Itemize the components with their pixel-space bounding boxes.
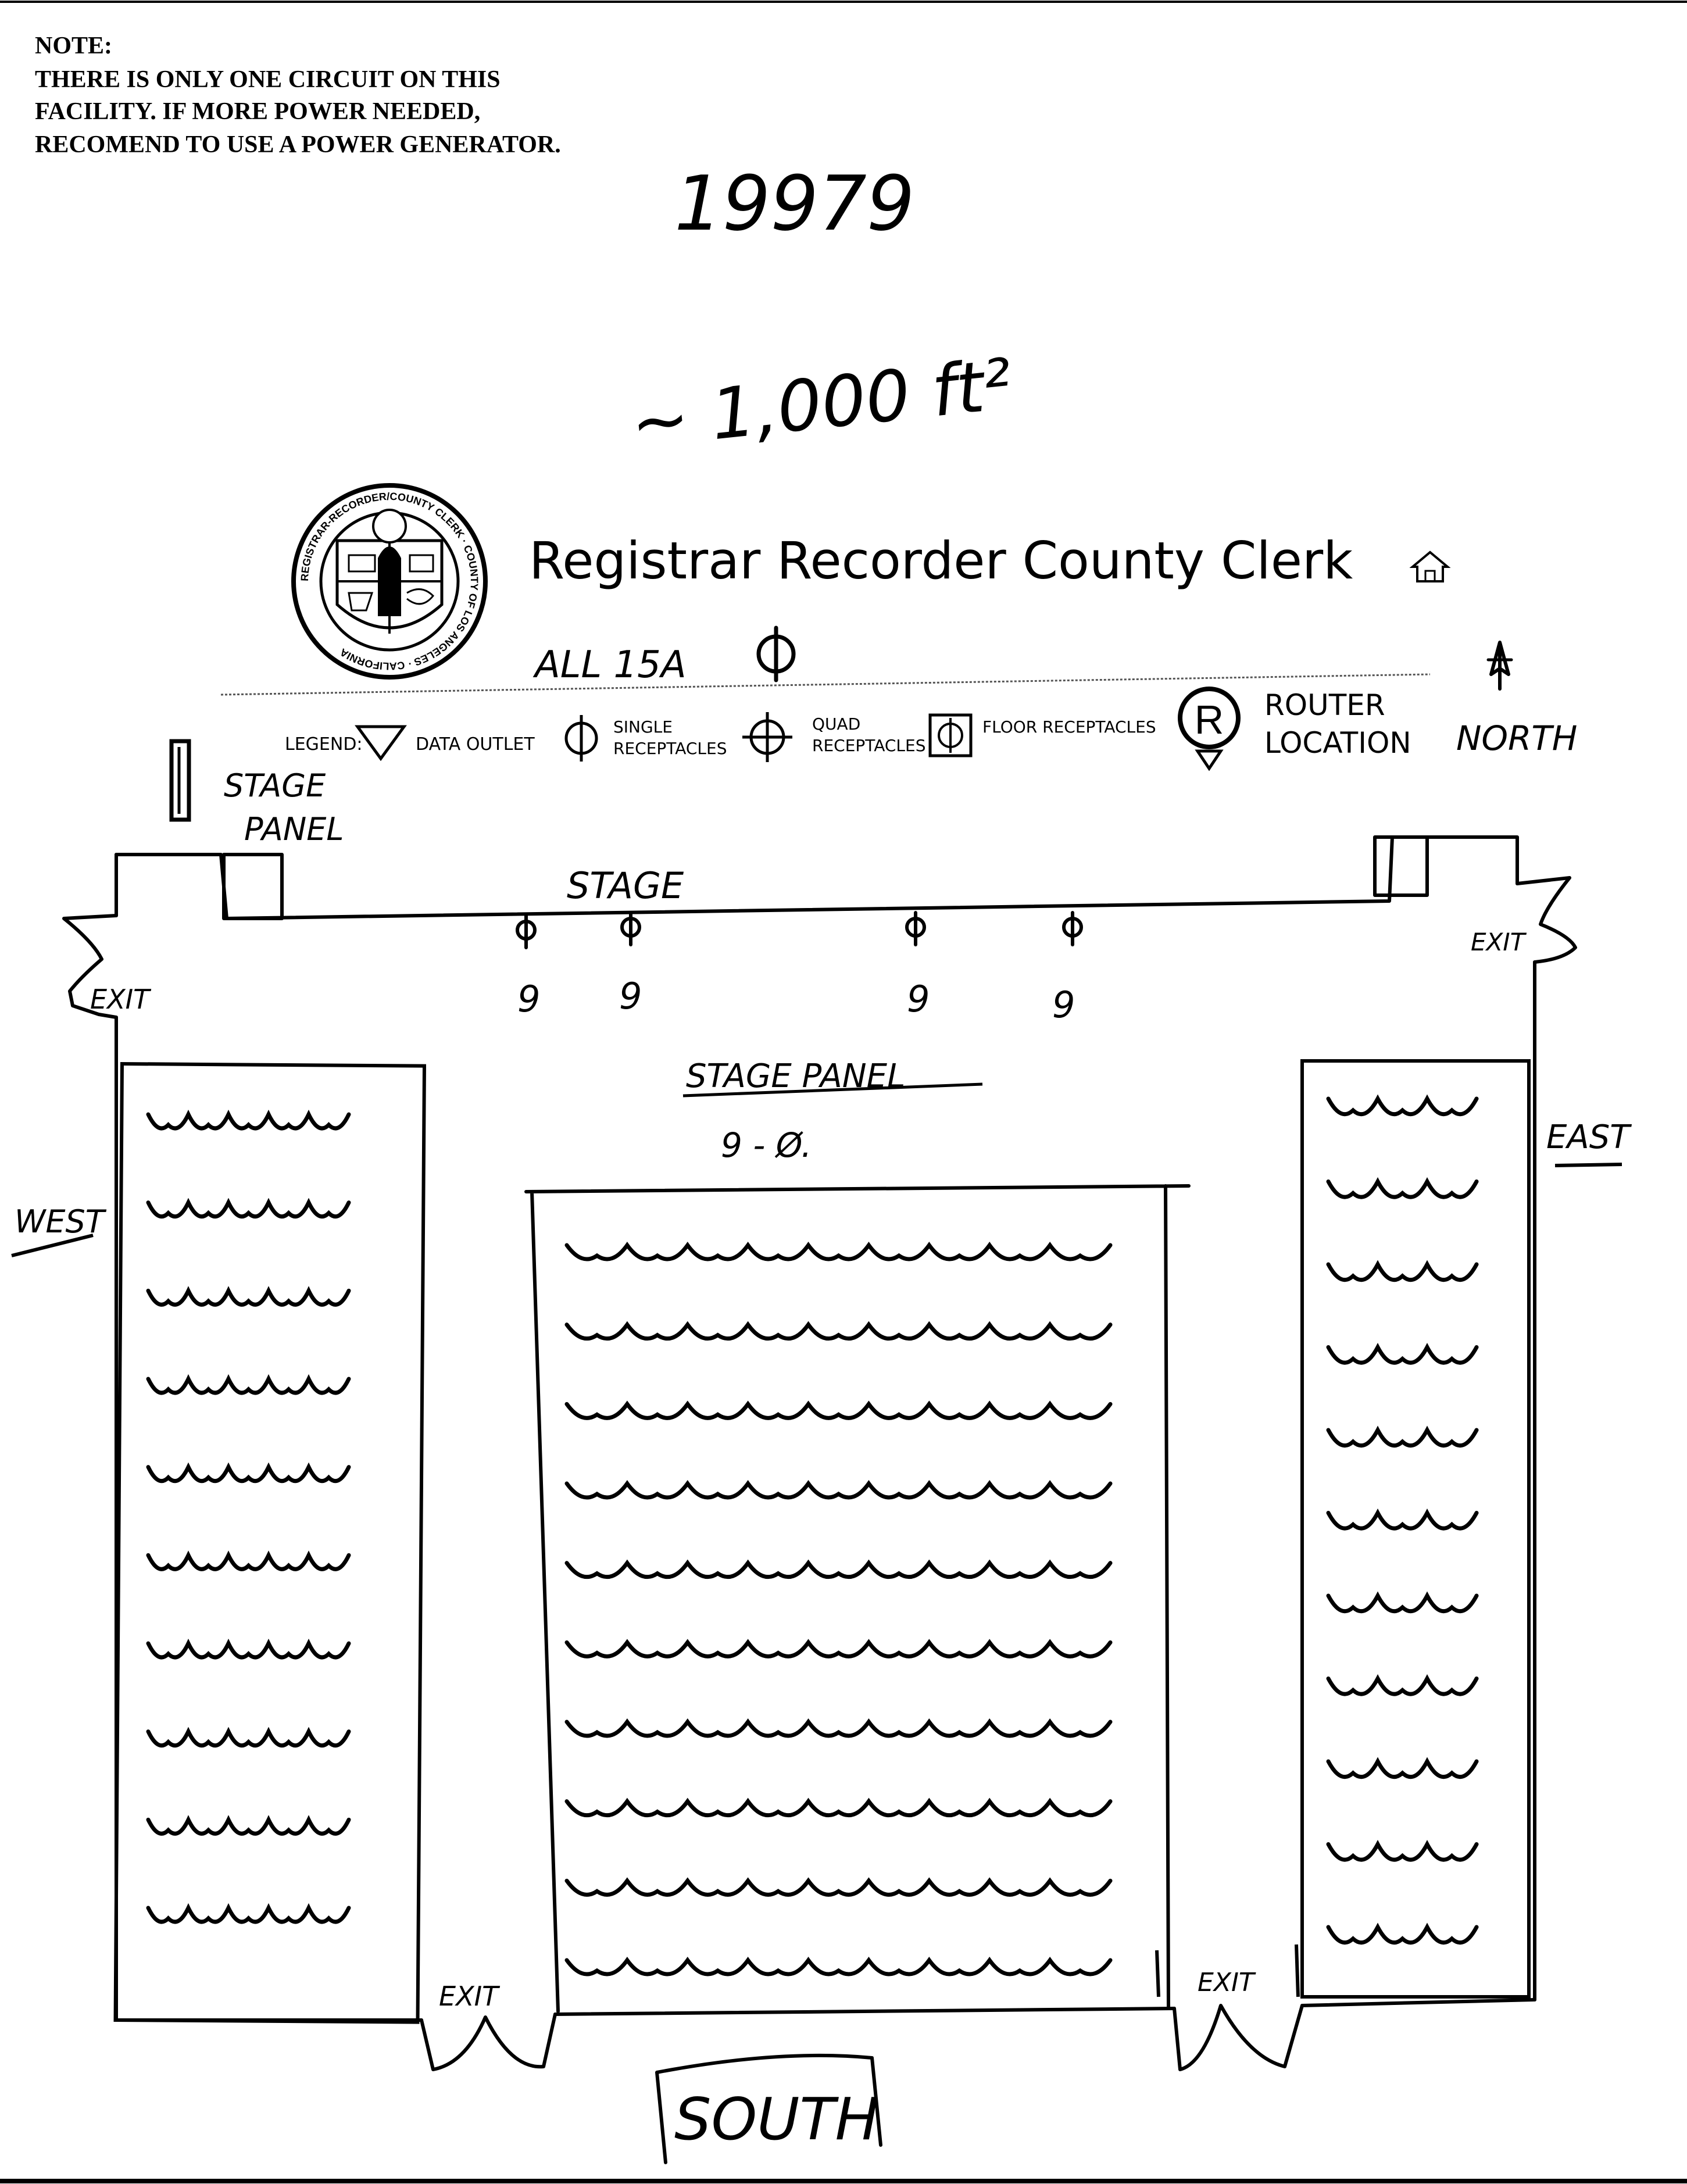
west-seat-row-8 [146, 1727, 351, 1748]
legend: LEGEND: DATA OUTLET SINGLE RECEPTACLES Q… [285, 687, 1411, 771]
west-seat-row-6 [146, 1550, 351, 1571]
single-receptacle-icon [564, 715, 598, 762]
stage-label: STAGE [567, 864, 684, 907]
exit-door-south-left [420, 2013, 557, 2071]
handwritten-number: 19979 [674, 159, 915, 248]
legend-label: LEGEND: [285, 734, 363, 755]
center-seat-row-6 [564, 1639, 1113, 1658]
data-outlet-icon [355, 725, 407, 762]
legend-router-2: LOCATION [1264, 726, 1411, 760]
east-seat-row-2 [1326, 1177, 1479, 1199]
west-seat-row-10 [146, 1903, 351, 1924]
west-seat-row-2 [146, 1198, 351, 1219]
east-underline [1554, 1163, 1622, 1167]
stage-outlets: 9 9 9 9 [516, 911, 1083, 1026]
east-seat-row-1 [1326, 1094, 1479, 1117]
west-label: WEST [15, 1203, 107, 1240]
legend-single-1: SINGLE [613, 717, 673, 737]
handwritten-area: ~ 1,000 ft² [627, 344, 1016, 464]
router-icon: R [1178, 687, 1241, 771]
seat-rows-west [146, 1109, 351, 1924]
west-underline [11, 1234, 94, 1257]
east-label: EAST [1546, 1118, 1632, 1156]
west-seat-row-5 [146, 1462, 351, 1484]
seating-section-east [1295, 1059, 1531, 1999]
building-walls [115, 835, 1536, 2022]
home-icon [1409, 551, 1451, 582]
west-seat-row-1 [146, 1109, 351, 1131]
router-symbol: R [1195, 697, 1224, 742]
east-seat-row-11 [1326, 1922, 1479, 1945]
center-seat-row-8 [564, 1797, 1113, 1818]
east-seat-row-5 [1326, 1425, 1479, 1448]
seat-rows-center [564, 1242, 1113, 1976]
floor-receptacle-icon [928, 713, 973, 757]
exit-door-east [1516, 876, 1577, 964]
east-seat-row-6 [1326, 1509, 1479, 1531]
exit-label-west: EXIT [90, 984, 152, 1015]
single-receptacle-symbol-handwritten [756, 625, 796, 682]
west-seat-row-4 [146, 1374, 351, 1395]
legend-single-2: RECEPTACLES [613, 739, 727, 758]
center-seat-row-4 [564, 1480, 1113, 1500]
east-seat-row-10 [1326, 1840, 1479, 1862]
stage-panel-label-2: PANEL [244, 811, 344, 848]
stage-panel-underline [682, 1082, 983, 1098]
east-seat-row-4 [1326, 1343, 1479, 1365]
seating-section-center [524, 1184, 1191, 2013]
east-seat-row-9 [1326, 1757, 1479, 1779]
center-seat-row-5 [564, 1559, 1113, 1579]
note-line-3: FACILITY. IF MORE POWER NEEDED, [35, 98, 480, 125]
center-seat-row-2 [564, 1321, 1113, 1341]
county-seal: REGISTRAR-RECORDER/COUNTY CLERK · COUNTY… [291, 483, 488, 680]
exit-label-south-left: EXIT [439, 1981, 501, 2012]
amps-note: ALL 15A [532, 644, 687, 687]
east-seat-row-8 [1326, 1674, 1479, 1696]
east-seat-row-3 [1326, 1260, 1479, 1282]
legend-quad-2: RECEPTACLES [812, 736, 925, 755]
quad-receptacle-icon [742, 712, 792, 762]
legend-data-outlet: DATA OUTLET [416, 734, 535, 755]
note-line-4: RECOMEND TO USE A POWER GENERATOR. [35, 131, 561, 158]
legend-quad-1: QUAD [812, 714, 860, 734]
north-arrow-icon [1486, 641, 1513, 691]
center-seat-row-3 [564, 1400, 1113, 1420]
single-receptacle-outlet-1 [516, 914, 537, 949]
exit-label-east: EXIT [1471, 928, 1527, 956]
single-receptacle-outlet-3 [905, 911, 926, 946]
seating-section-west [113, 1061, 427, 2024]
exit-label-south-right: EXIT [1198, 1968, 1256, 1997]
single-receptacle-outlet-2 [620, 911, 641, 946]
org-title: Registrar Recorder County Clerk [529, 531, 1353, 591]
stage-panel-icon [169, 739, 191, 822]
north-label: NORTH [1456, 719, 1577, 758]
west-seat-row-7 [146, 1638, 351, 1660]
note-block: NOTE: THERE IS ONLY ONE CIRCUIT ON THIS … [35, 33, 561, 158]
seat-rows-east [1326, 1094, 1479, 1945]
outlet-label-2: 9 [619, 975, 642, 1017]
west-seat-row-9 [146, 1815, 351, 1836]
header-divider [220, 673, 1431, 696]
south-label: SOUTH [674, 2085, 879, 2153]
west-seat-row-3 [146, 1286, 351, 1307]
outlet-label-4: 9 [1052, 984, 1075, 1026]
center-seat-row-1 [564, 1242, 1113, 1261]
exit-door-west [62, 914, 118, 1019]
center-seat-row-9 [564, 1877, 1113, 1897]
note-line-1: NOTE: [35, 33, 112, 59]
stage-panel-center-value: 9 - Ø. [721, 1125, 812, 1165]
single-receptacle-outlet-4 [1062, 911, 1083, 946]
stage-panel-label-1: STAGE [224, 767, 326, 804]
center-seat-row-7 [564, 1718, 1113, 1738]
south-label-box: SOUTH [655, 2053, 882, 2164]
east-seat-row-7 [1326, 1591, 1479, 1614]
note-line-2: THERE IS ONLY ONE CIRCUIT ON THIS [35, 66, 501, 93]
center-seat-row-10 [564, 1957, 1113, 1976]
legend-router-1: ROUTER [1264, 688, 1385, 722]
outlet-label-3: 9 [907, 978, 930, 1020]
legend-floor: FLOOR RECEPTACLES [982, 717, 1156, 737]
exit-door-south-right [1173, 2004, 1304, 2071]
outlet-label-1: 9 [517, 978, 540, 1020]
